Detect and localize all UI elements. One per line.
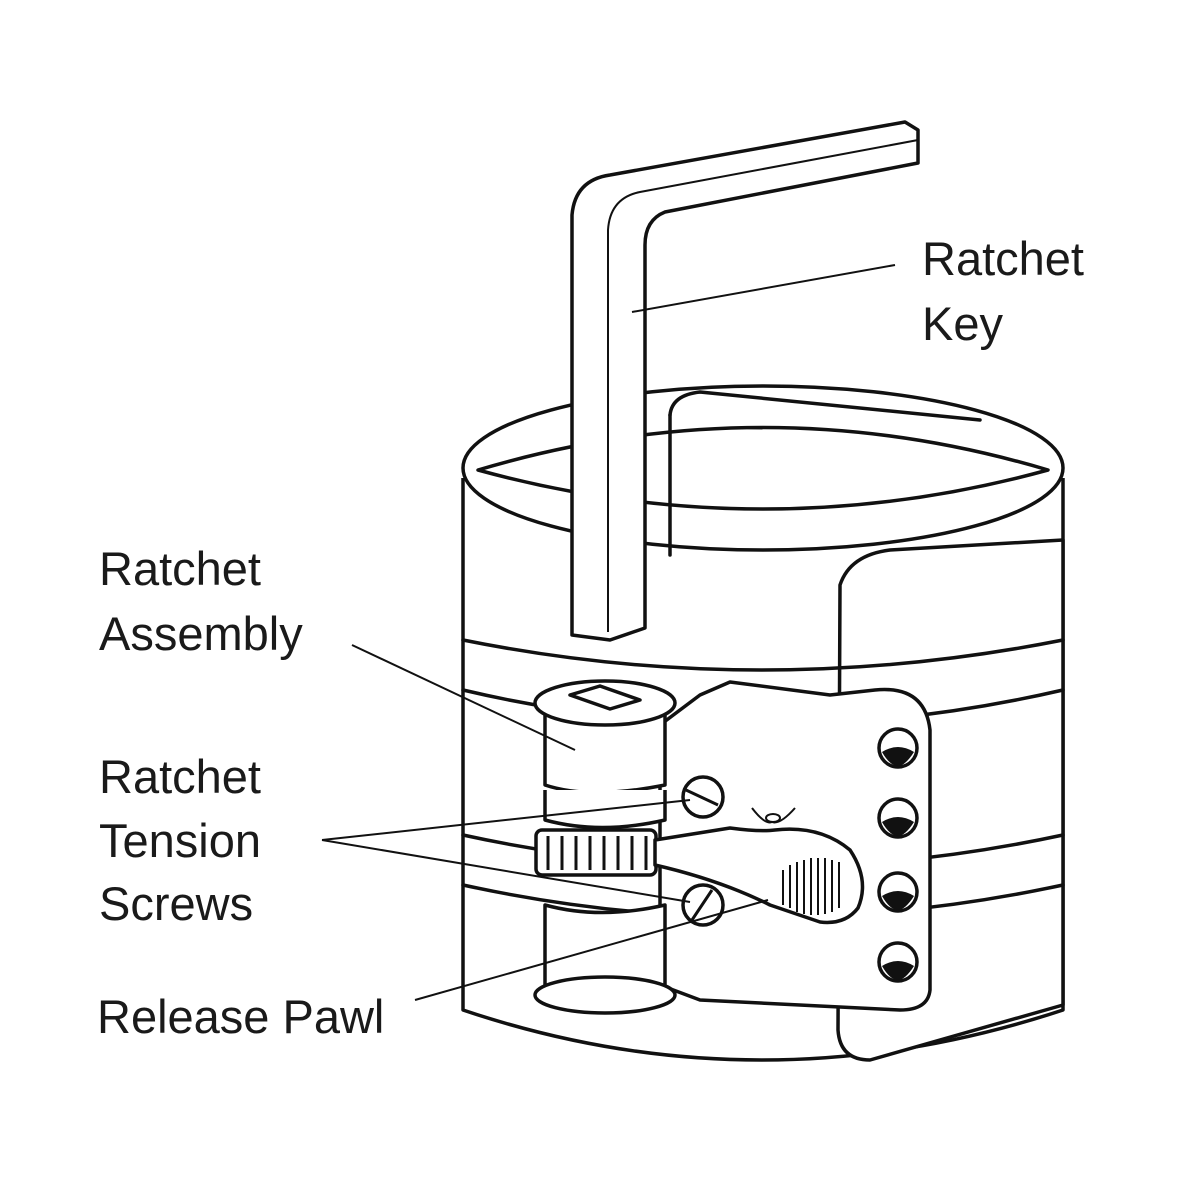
- callout-ratchet-assembly: Ratchet Assembly: [99, 542, 303, 660]
- ratchet-mechanism: [533, 679, 932, 1015]
- leader-tension-screw-upper: [321, 799, 691, 841]
- leader-lines: [321, 264, 896, 1001]
- callout-ratchet-assembly-line1: Ratchet: [99, 542, 261, 595]
- rivets: [877, 727, 919, 983]
- tension-screw-upper: [681, 775, 725, 819]
- callout-release-pawl-line1: Release Pawl: [97, 990, 384, 1043]
- callout-release-pawl: Release Pawl: [97, 990, 384, 1043]
- leader-ratchet-assembly: [351, 644, 576, 751]
- gear-teeth: [546, 836, 648, 870]
- leader-ratchet-key: [631, 264, 896, 313]
- callout-tension-line3: Screws: [99, 877, 253, 930]
- callout-ratchet-key-line1: Ratchet: [922, 232, 1084, 285]
- pawl-grip-lines: [782, 858, 840, 915]
- callout-ratchet-tension-screws: Ratchet Tension Screws: [99, 750, 261, 930]
- callout-ratchet-key-line2: Key: [922, 297, 1003, 350]
- leader-release-pawl: [414, 899, 769, 1001]
- callout-ratchet-key: Ratchet Key: [922, 232, 1084, 350]
- callout-tension-line2: Tension: [99, 814, 261, 867]
- ratchet-key-part: [570, 120, 920, 642]
- leader-tension-screw-lower: [321, 839, 691, 903]
- callout-ratchet-assembly-line2: Assembly: [99, 607, 303, 660]
- callout-tension-line1: Ratchet: [99, 750, 261, 803]
